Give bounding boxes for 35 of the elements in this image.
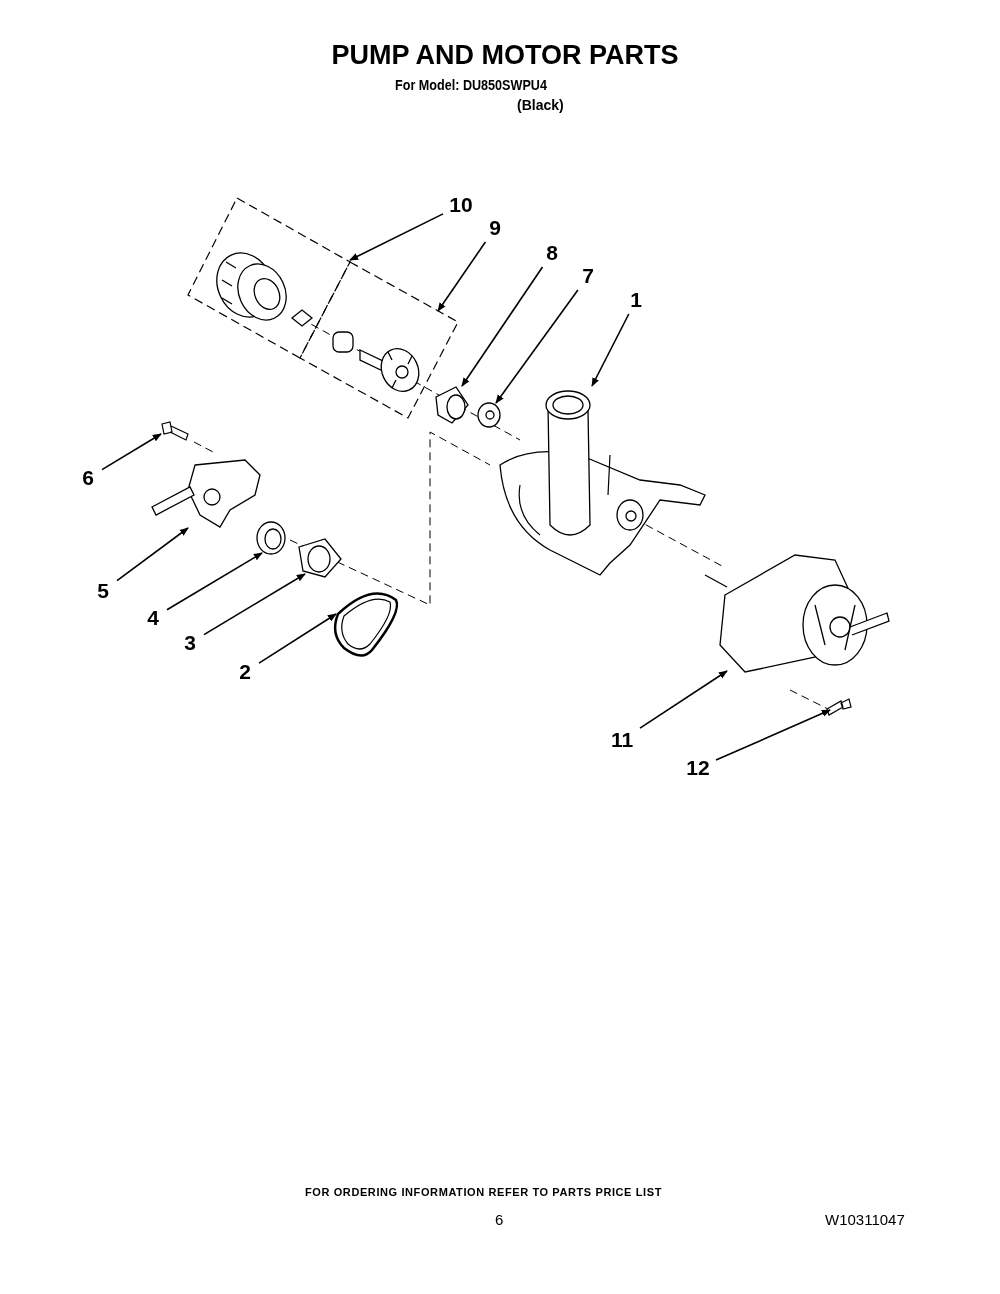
- screw-drawing: [160, 420, 190, 442]
- callout-number: 3: [178, 631, 202, 655]
- document-number: W10311047: [825, 1211, 905, 1228]
- leader-line: [116, 527, 189, 582]
- page-number: 6: [495, 1211, 504, 1228]
- callout-number: 11: [606, 728, 638, 752]
- screw-drawing: [825, 695, 852, 718]
- callout-number: 12: [682, 756, 714, 780]
- callout-number: 10: [445, 193, 477, 217]
- leader-line: [639, 670, 728, 729]
- leader-line: [203, 573, 306, 636]
- callout-number: 9: [483, 216, 507, 240]
- callout-number: 6: [76, 466, 100, 490]
- leader-line: [437, 241, 487, 312]
- leader-line: [591, 313, 630, 387]
- color-note: (Black): [517, 97, 564, 113]
- callout-number: 1: [624, 288, 648, 312]
- dashed-outline: [188, 198, 350, 358]
- leader-line: [258, 613, 337, 664]
- callout-number: 4: [141, 606, 165, 630]
- leader-line: [461, 266, 544, 387]
- dashed-outline: [300, 262, 458, 418]
- leader-line: [166, 552, 263, 611]
- leader-line: [101, 433, 162, 471]
- callout-number: 5: [91, 579, 115, 603]
- leader-line: [495, 289, 579, 404]
- callout-number: 2: [233, 660, 257, 684]
- leader-line: [349, 213, 444, 261]
- callout-number: 8: [540, 241, 564, 265]
- ordering-note: FOR ORDERING INFORMATION REFER TO PARTS PRICE LIST: [305, 1186, 662, 1198]
- washer-drawing: [476, 402, 502, 428]
- leader-line: [715, 709, 831, 761]
- title: PUMP AND MOTOR PARTS: [330, 40, 680, 71]
- callout-number: 7: [576, 264, 600, 288]
- model-number: For Model: DU850SWPU4: [395, 77, 547, 93]
